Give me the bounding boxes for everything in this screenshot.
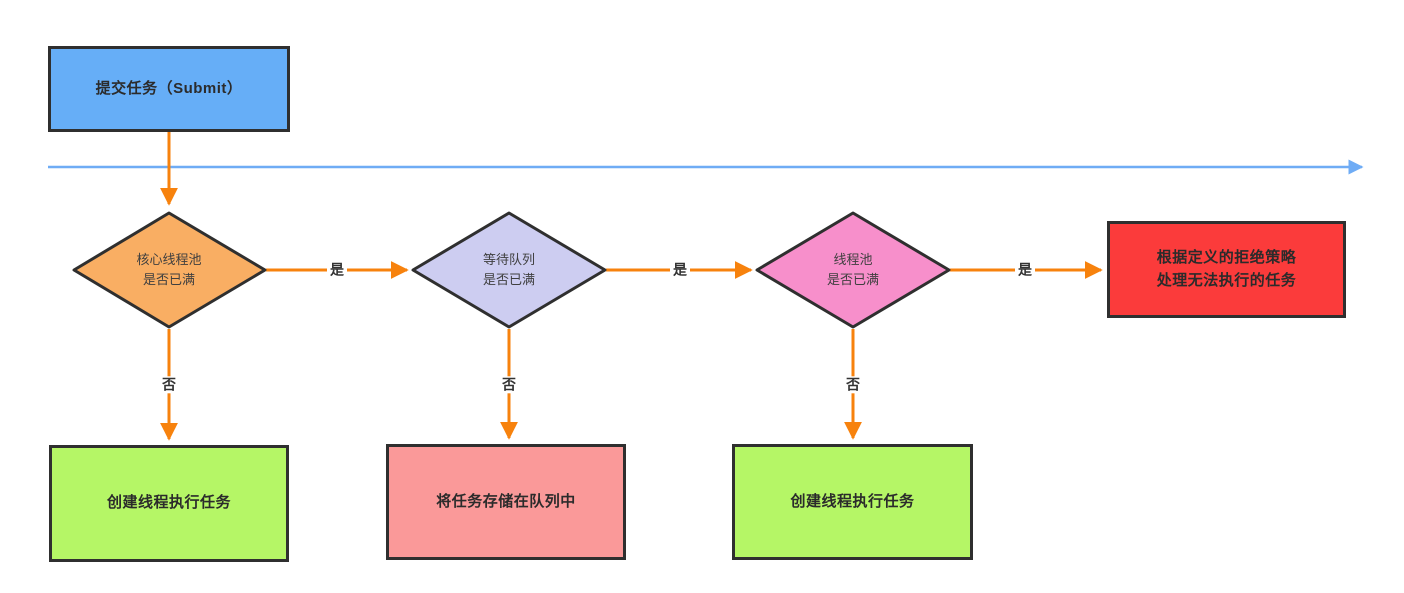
edge-label-yes-core-pool: 是 (327, 261, 347, 279)
node-reject-policy-label: 根据定义的拒绝策略 处理无法执行的任务 (1156, 249, 1297, 289)
node-create-thread-left: 创建线程执行任务 (49, 445, 289, 562)
node-create-thread-right-label: 创建线程执行任务 (790, 492, 915, 510)
node-submit-task: 提交任务（Submit） (48, 46, 290, 132)
node-store-in-queue-label: 将任务存储在队列中 (436, 492, 576, 510)
edge-label-yes-wait-queue: 是 (670, 261, 690, 279)
edge-label-no-core-pool: 否 (159, 376, 179, 394)
edge-label-no-thread-pool: 否 (843, 376, 863, 394)
node-reject-policy: 根据定义的拒绝策略 处理无法执行的任务 (1107, 221, 1346, 318)
diamond-core-pool-full (72, 211, 267, 329)
node-submit-task-label: 提交任务（Submit） (95, 79, 243, 97)
node-store-in-queue: 将任务存储在队列中 (386, 444, 626, 560)
node-create-thread-left-label: 创建线程执行任务 (106, 494, 231, 512)
edge-label-yes-thread-pool: 是 (1015, 261, 1035, 279)
node-create-thread-right: 创建线程执行任务 (732, 444, 973, 560)
edge-label-no-wait-queue: 否 (499, 376, 519, 394)
diamond-thread-pool-full (755, 211, 951, 329)
diamond-wait-queue-full (411, 211, 607, 329)
